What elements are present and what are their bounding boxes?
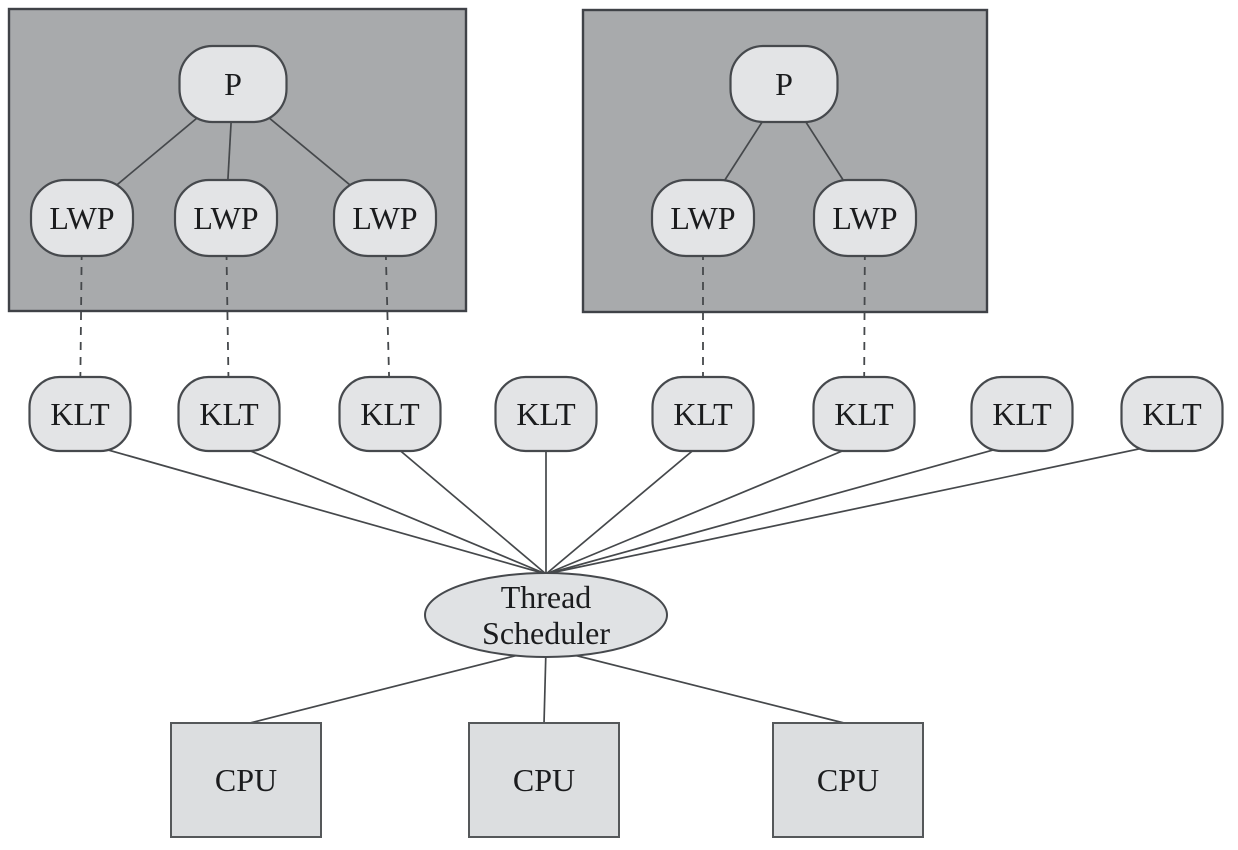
klt-node-6-shape bbox=[812, 375, 916, 453]
edge-scheduler-cpu3 bbox=[545, 647, 849, 725]
thread-scheduler-node: Thread Scheduler bbox=[424, 572, 668, 658]
cpu-box-1-shape bbox=[170, 722, 322, 838]
klt-node-6: KLT bbox=[812, 375, 916, 453]
lwp-node-1-label: LWP bbox=[49, 200, 114, 236]
cpu-box-3-shape bbox=[772, 722, 924, 838]
cpu-box-2: CPU bbox=[468, 722, 620, 838]
klt-node-4: KLT bbox=[494, 375, 598, 453]
lwp-node-1-shape bbox=[29, 178, 135, 258]
thread-scheduler-shape bbox=[424, 572, 668, 658]
thread-scheduler-label-line1: Thread bbox=[501, 579, 592, 615]
klt-node-7-label: KLT bbox=[992, 396, 1052, 432]
cpu-box-3: CPU bbox=[772, 722, 924, 838]
lwp-node-2: LWP bbox=[173, 178, 279, 258]
klt-node-5: KLT bbox=[651, 375, 755, 453]
lwp-node-4-label: LWP bbox=[670, 200, 735, 236]
process-node-2-label: P bbox=[775, 66, 793, 102]
lwp-node-5: LWP bbox=[812, 178, 918, 258]
cpu-box-1-label: CPU bbox=[215, 762, 277, 798]
thread-scheduler-label-line2: Scheduler bbox=[482, 615, 610, 651]
lwp-node-3-shape bbox=[332, 178, 438, 258]
edge-scheduler-cpu1 bbox=[245, 647, 547, 725]
edge-klt6-scheduler bbox=[545, 441, 865, 575]
klt-node-5-label: KLT bbox=[673, 396, 733, 432]
klt-node-8-shape bbox=[1120, 375, 1224, 453]
klt-node-4-label: KLT bbox=[516, 396, 576, 432]
klt-node-6-label: KLT bbox=[834, 396, 894, 432]
process-node-2: P bbox=[729, 44, 839, 124]
klt-node-8: KLT bbox=[1120, 375, 1224, 453]
klt-node-1: KLT bbox=[28, 375, 132, 453]
klt-node-3: KLT bbox=[338, 375, 442, 453]
edge-klt7-scheduler bbox=[545, 441, 1023, 575]
klt-node-2: KLT bbox=[177, 375, 281, 453]
edge-klt5-scheduler bbox=[545, 441, 704, 575]
klt-node-1-shape bbox=[28, 375, 132, 453]
cpu-box-3-label: CPU bbox=[817, 762, 879, 798]
edge-klt1-scheduler bbox=[79, 441, 547, 575]
process-node-1: P bbox=[178, 44, 288, 124]
process-node-1-shape bbox=[178, 44, 288, 124]
edge-klt2-scheduler bbox=[228, 441, 547, 575]
klt-node-2-label: KLT bbox=[199, 396, 259, 432]
lwp-node-5-shape bbox=[812, 178, 918, 258]
klt-node-1-label: KLT bbox=[50, 396, 110, 432]
klt-node-5-shape bbox=[651, 375, 755, 453]
klt-node-3-label: KLT bbox=[360, 396, 420, 432]
process-node-1-label: P bbox=[224, 66, 242, 102]
lwp-node-3: LWP bbox=[332, 178, 438, 258]
edge-scheduler-cpu2 bbox=[543, 647, 547, 725]
process-node-2-shape bbox=[729, 44, 839, 124]
klt-node-2-shape bbox=[177, 375, 281, 453]
lwp-node-1: LWP bbox=[29, 178, 135, 258]
lwp-node-3-label: LWP bbox=[352, 200, 417, 236]
cpu-box-2-label: CPU bbox=[513, 762, 575, 798]
lwp-node-2-shape bbox=[173, 178, 279, 258]
edge-klt8-scheduler bbox=[545, 441, 1173, 575]
lwp-node-2-label: LWP bbox=[193, 200, 258, 236]
klt-node-3-shape bbox=[338, 375, 442, 453]
lwp-node-5-label: LWP bbox=[832, 200, 897, 236]
klt-node-7-shape bbox=[970, 375, 1074, 453]
cpu-box-2-shape bbox=[468, 722, 620, 838]
klt-node-7: KLT bbox=[970, 375, 1074, 453]
edge-klt3-scheduler bbox=[389, 441, 547, 575]
klt-node-8-label: KLT bbox=[1142, 396, 1202, 432]
klt-node-4-shape bbox=[494, 375, 598, 453]
lwp-node-4: LWP bbox=[650, 178, 756, 258]
cpu-box-1: CPU bbox=[170, 722, 322, 838]
lwp-node-4-shape bbox=[650, 178, 756, 258]
